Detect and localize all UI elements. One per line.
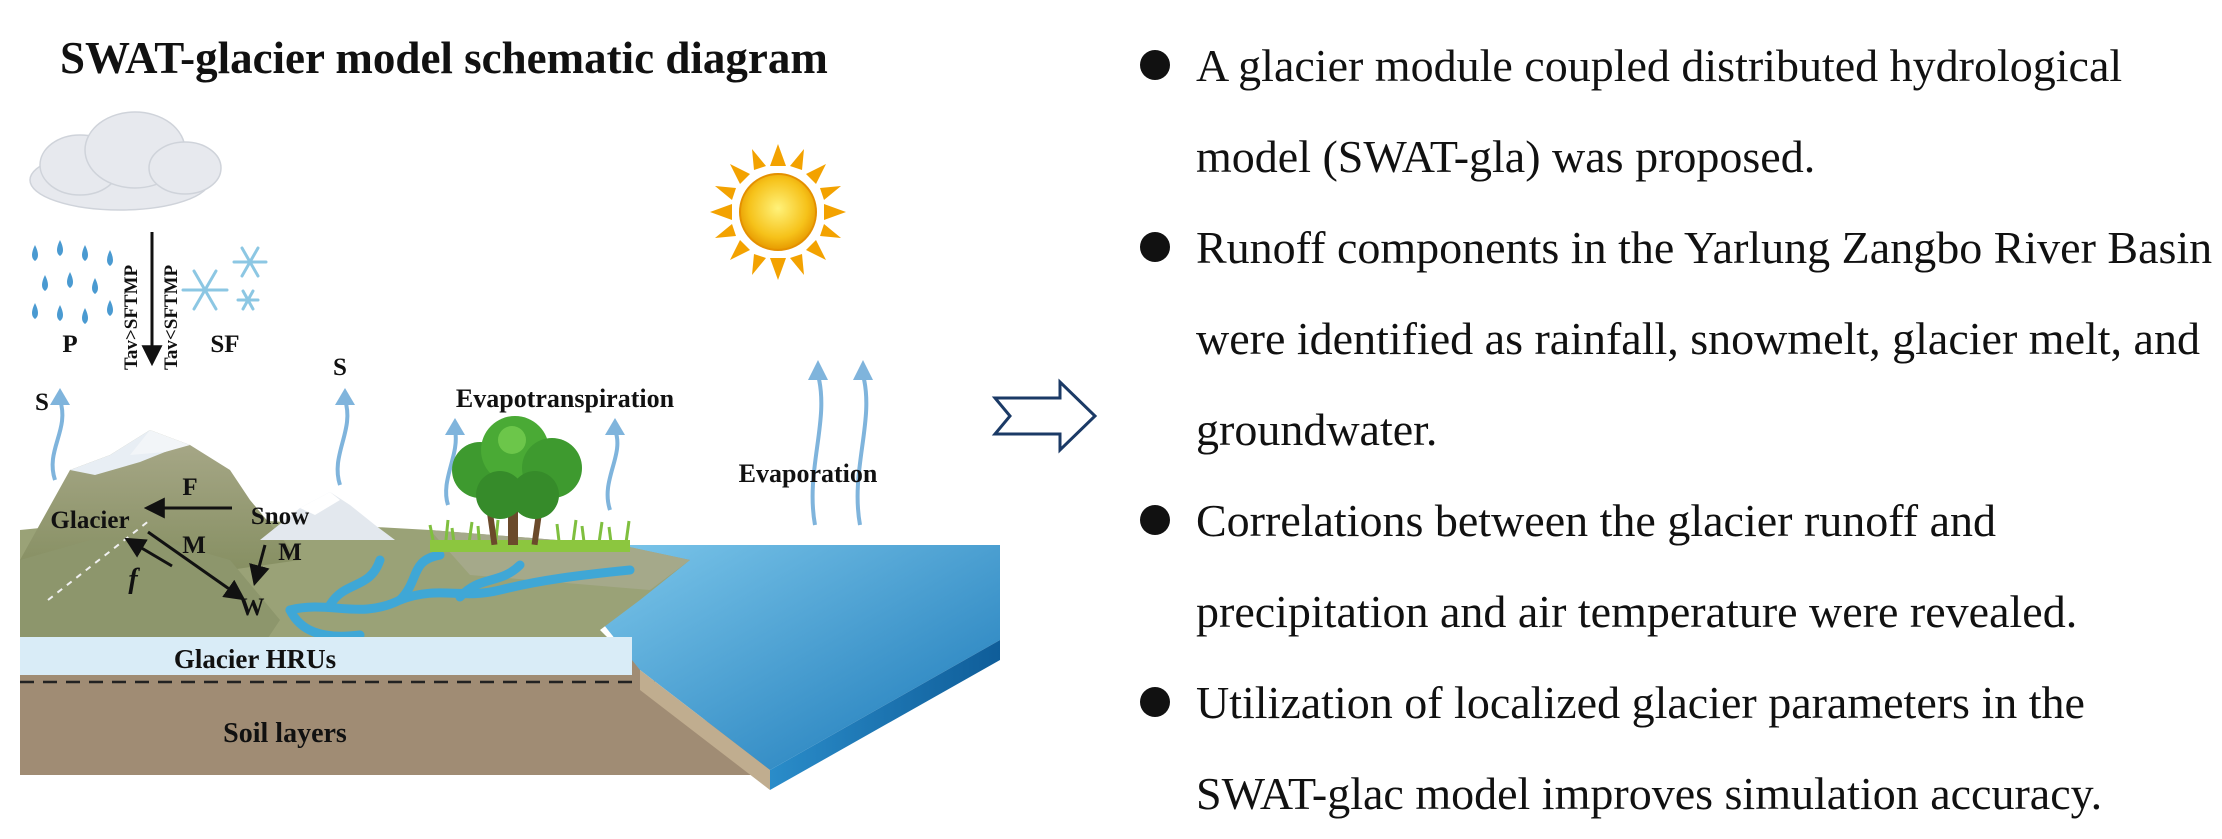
evapotranspiration-label: Evapotranspiration bbox=[456, 384, 675, 413]
bullet-dot bbox=[1140, 232, 1170, 262]
refreeze-label: f bbox=[128, 564, 140, 595]
hollow-right-arrow-icon bbox=[991, 378, 1098, 454]
tav-less-label: Tav<SFTMP bbox=[161, 264, 182, 370]
schematic-diagram: Glacier HRUs Soil layers P Tav>SFTM bbox=[20, 111, 1098, 790]
cloud-icon bbox=[29, 111, 222, 211]
summary-item: Correlations between the glacier runoff … bbox=[1130, 475, 2215, 657]
diagram-title: SWAT-glacier model schematic diagram bbox=[60, 33, 828, 83]
sublimation-right-label: S bbox=[333, 354, 347, 381]
water-label: W bbox=[240, 594, 265, 621]
summary-text: A glacier module coupled distributed hyd… bbox=[1196, 40, 2123, 182]
summary-text: Utilization of localized glacier paramet… bbox=[1196, 677, 2103, 819]
glacier-process-arrows bbox=[124, 497, 270, 601]
raindrops-icon bbox=[32, 240, 113, 324]
precipitation-label: P bbox=[62, 331, 77, 358]
glacier-hrus-band: Glacier HRUs bbox=[20, 637, 632, 675]
melt-snow-label: M bbox=[278, 539, 302, 566]
summary-list: A glacier module coupled distributed hyd… bbox=[1130, 20, 2215, 839]
evaporation-label: Evaporation bbox=[739, 459, 878, 488]
sublimation-left-label: S bbox=[35, 389, 49, 416]
summary-text: Runoff components in the Yarlung Zangbo … bbox=[1196, 222, 2213, 455]
snow-label: Snow bbox=[251, 503, 309, 530]
soil-block bbox=[20, 650, 770, 775]
soil-layers-label: Soil layers bbox=[223, 718, 347, 749]
summary-item: Utilization of localized glacier paramet… bbox=[1130, 657, 2215, 839]
river bbox=[285, 550, 635, 641]
summary-text: Correlations between the glacier runoff … bbox=[1196, 495, 2078, 637]
glacier-label: Glacier bbox=[50, 507, 129, 534]
sun-icon bbox=[710, 144, 846, 280]
snowfall-label: SF bbox=[210, 331, 239, 358]
glacier-hrus-label: Glacier HRUs bbox=[174, 644, 336, 674]
sublimation-arrowheads bbox=[50, 360, 873, 435]
bullet-dot bbox=[1140, 50, 1170, 80]
grass-strip bbox=[430, 540, 630, 552]
melt-glacier-label: M bbox=[182, 532, 206, 559]
flow-f-label: F bbox=[182, 474, 197, 501]
tree-icon bbox=[452, 416, 582, 546]
summary-item: Runoff components in the Yarlung Zangbo … bbox=[1130, 202, 2215, 475]
snowflake-icon bbox=[181, 246, 268, 311]
bullet-dot bbox=[1140, 505, 1170, 535]
sea bbox=[600, 545, 1000, 790]
tav-greater-label: Tav>SFTMP bbox=[121, 264, 142, 370]
summary-item: A glacier module coupled distributed hyd… bbox=[1130, 20, 2215, 202]
sublimation-arrows bbox=[50, 374, 869, 526]
bullet-dot bbox=[1140, 687, 1170, 717]
